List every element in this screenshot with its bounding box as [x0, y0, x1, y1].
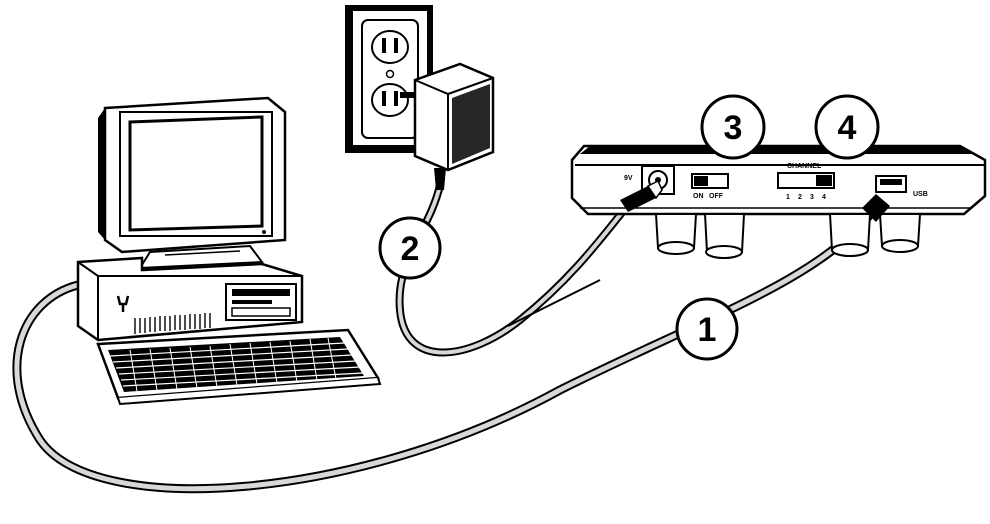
off-label: OFF: [709, 193, 724, 200]
monitor: [98, 98, 285, 268]
channel-number-1: 1: [786, 194, 790, 201]
channel-number-4: 4: [822, 194, 826, 201]
power-adapter: [400, 64, 493, 190]
desktop-computer: [78, 98, 380, 404]
channel-number-2: 2: [798, 194, 802, 201]
callout-2-label: 2: [401, 230, 420, 268]
usb-label: USB: [913, 191, 928, 198]
channel-label: CHANNEL: [787, 163, 822, 170]
callout-4: 4: [816, 96, 878, 158]
power-label: 9V: [624, 175, 633, 182]
channel-switch[interactable]: [778, 173, 834, 188]
callout-4-label: 4: [838, 109, 857, 147]
power-switch[interactable]: [692, 174, 728, 188]
callout-2: 2: [380, 218, 440, 278]
on-label: ON: [693, 193, 704, 200]
callout-3-label: 3: [724, 109, 743, 147]
system-unit: [78, 258, 302, 340]
channel-number-3: 3: [810, 194, 814, 201]
callout-1: 1: [677, 299, 737, 359]
callout-1-label: 1: [698, 311, 717, 349]
keyboard: [98, 330, 380, 404]
usb-port: [876, 176, 906, 192]
callout-3: 3: [702, 96, 764, 158]
